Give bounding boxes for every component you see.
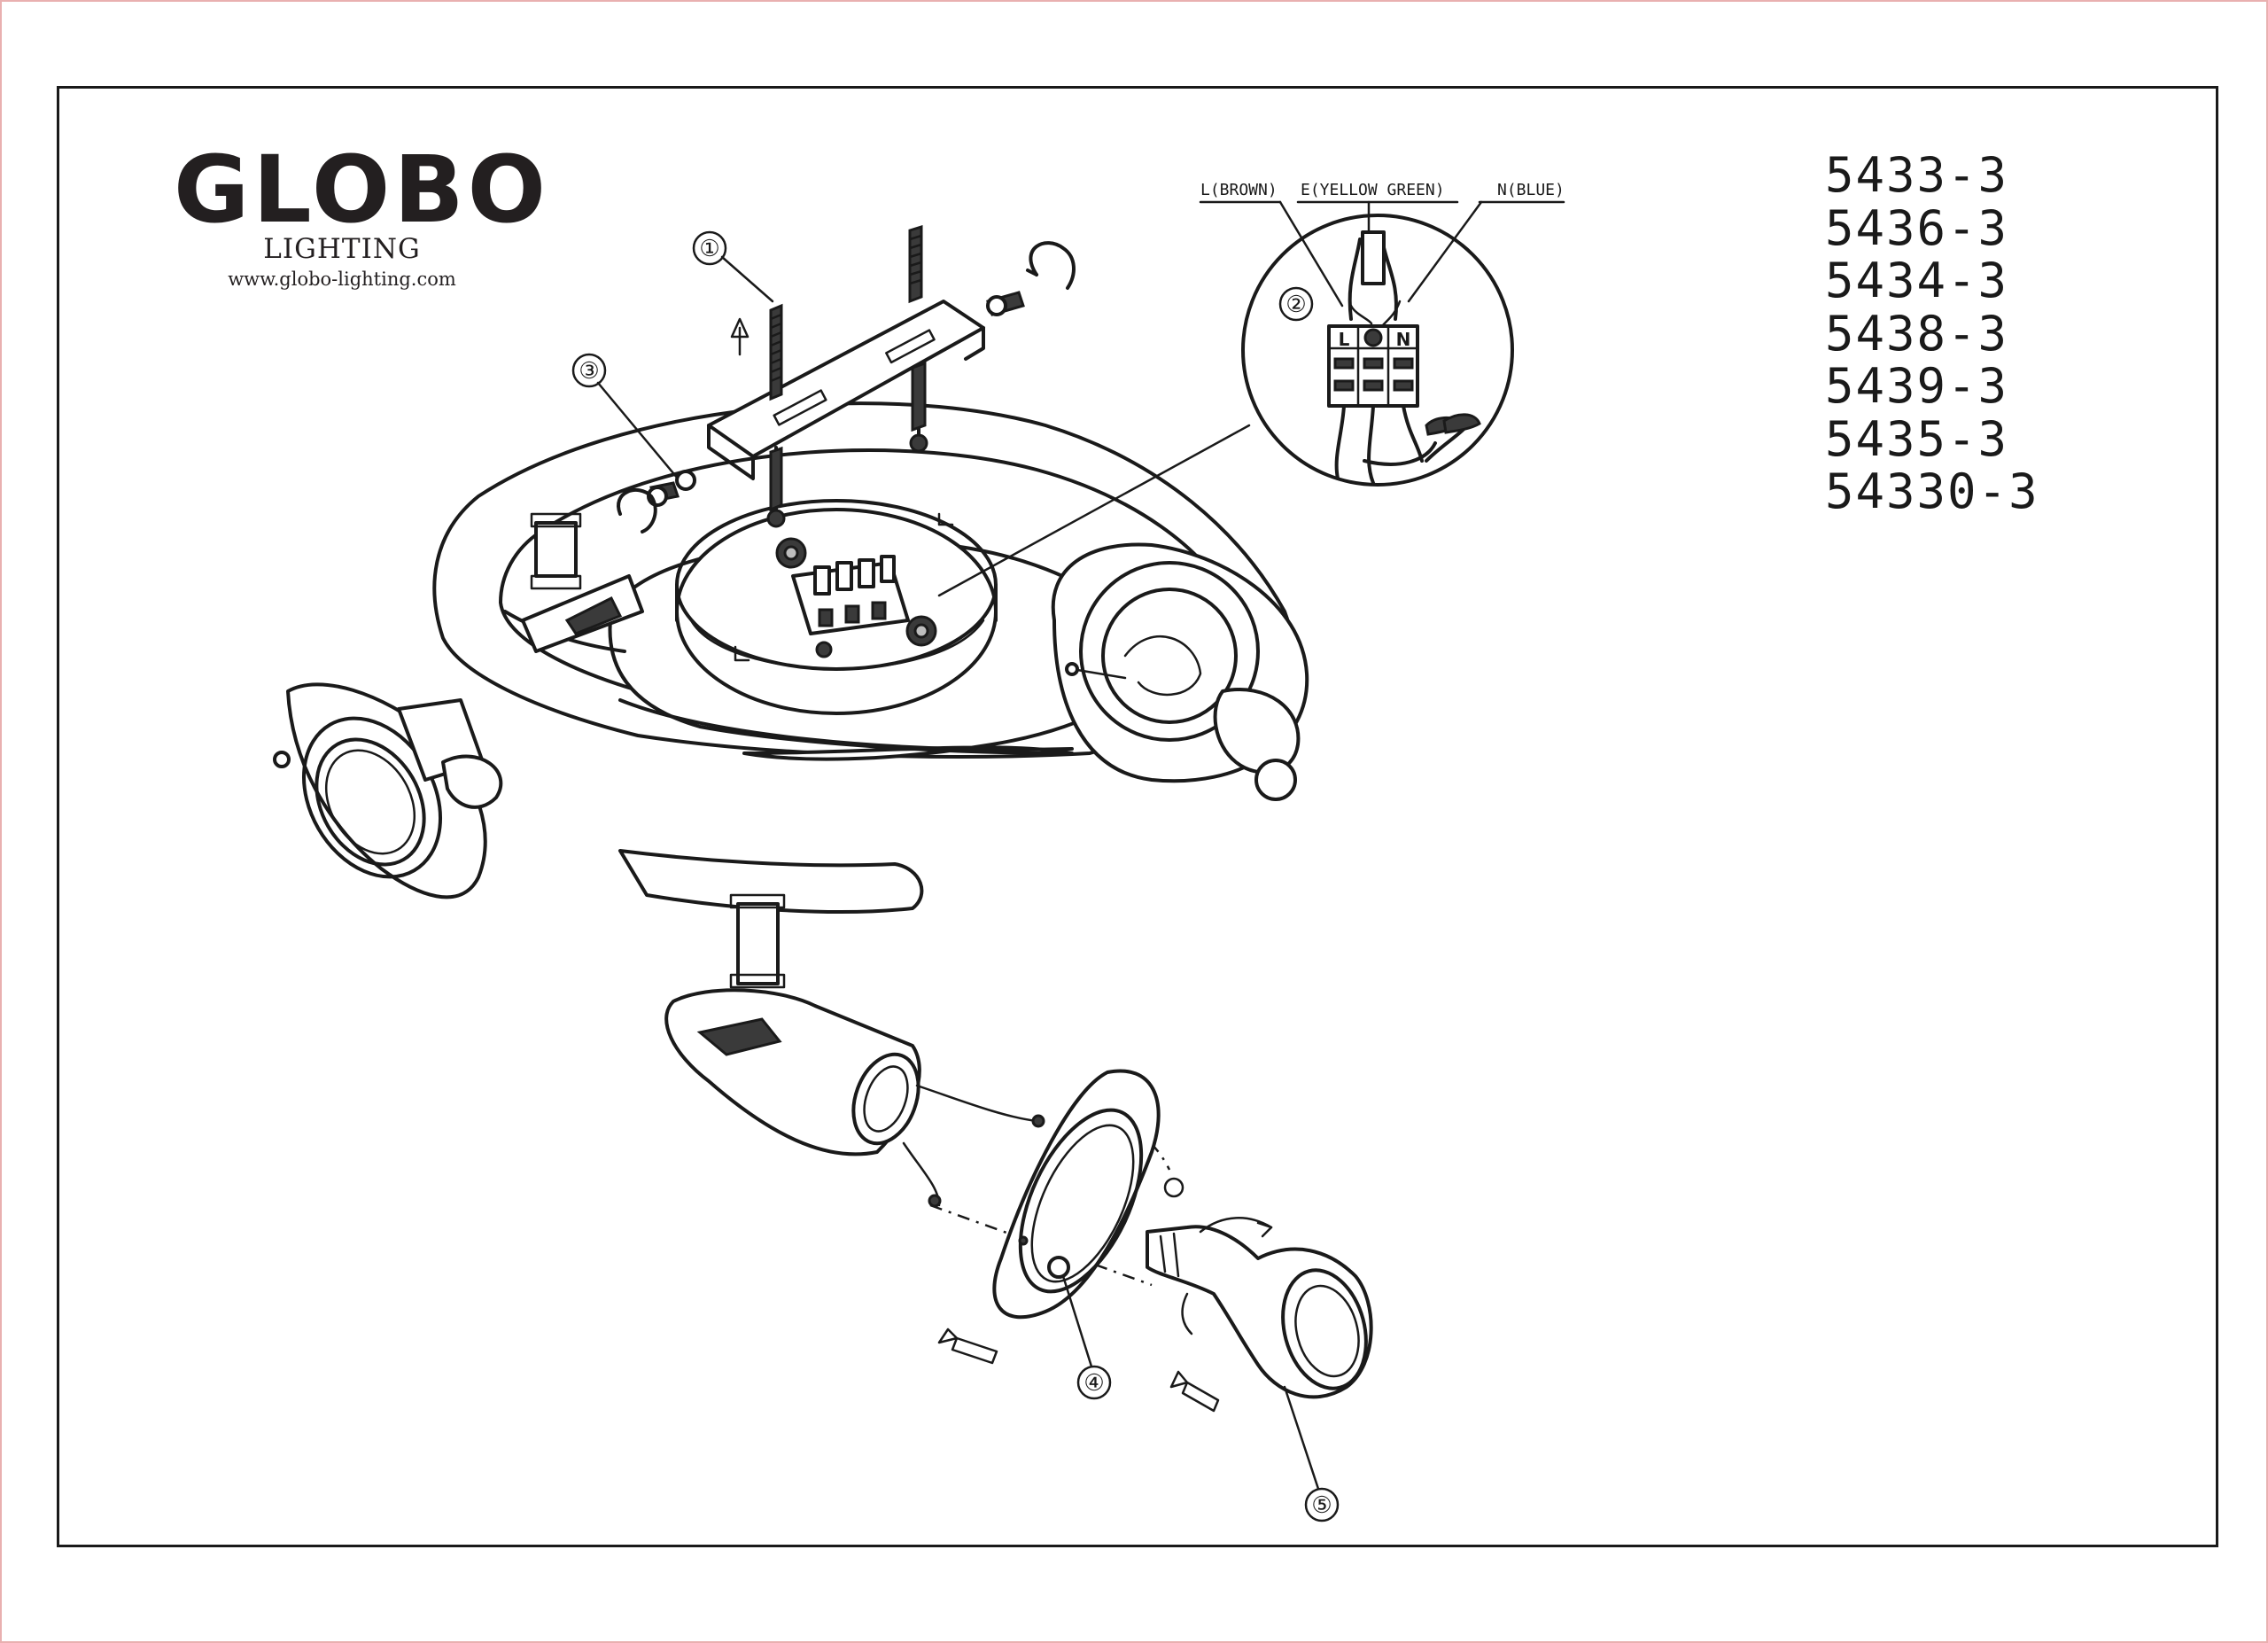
callout-3: ③	[571, 353, 696, 533]
left-spot-head	[273, 512, 644, 899]
callout-5: ⑤	[1283, 1385, 1340, 1522]
terminal-block-cup	[791, 555, 910, 635]
page-edge-top	[0, 0, 2268, 2]
wiring-detail-leader	[937, 424, 1251, 597]
page-edge-bottom	[0, 1641, 2268, 1643]
brand-name: GLOBO	[174, 136, 550, 244]
model-number: 54330-3	[1825, 463, 2039, 519]
callout-1: ①	[692, 230, 774, 303]
lamp-bulb	[1146, 1217, 1373, 1399]
page-edge-right	[2266, 0, 2268, 1643]
model-number: 5438-3	[1825, 305, 2009, 362]
wire-neutral-label: N(BLUE)	[1497, 181, 1565, 199]
mounting-bracket	[707, 224, 1076, 528]
junction-cup	[675, 499, 998, 715]
model-number: 5436-3	[1825, 199, 2009, 256]
callout-4: ④	[1061, 1274, 1112, 1400]
terminal-neutral-label: N	[1396, 329, 1411, 350]
model-number-list: 5433-3 5436-3 5434-3 5438-3 5439-3 5435-…	[1825, 149, 2039, 518]
page-edge-left	[0, 0, 2, 1643]
model-number: 5433-3	[1825, 147, 2009, 203]
wiring-detail: L(BROWN) E(YELLOW GREEN) N(BLUE) L N	[937, 181, 1565, 597]
wire-earth-label: E(YELLOW GREEN)	[1301, 181, 1445, 199]
callout-3-text: ③	[579, 358, 599, 385]
reflector-bezel	[992, 1069, 1161, 1320]
front-spot-assembly	[618, 849, 1184, 1287]
model-number: 5435-3	[1825, 410, 2009, 467]
brand-logo: GLOBO LIGHTING www.globo-lighting.com	[174, 136, 550, 291]
wire-live-label: L(BROWN)	[1200, 181, 1278, 199]
callout-1-text: ①	[699, 236, 719, 262]
brand-sub: LIGHTING	[263, 233, 421, 265]
assembly-arrows	[937, 1328, 1220, 1413]
callout-4-text: ④	[1084, 1370, 1104, 1397]
brand-url: www.globo-lighting.com	[228, 269, 456, 290]
drawing-frame	[57, 86, 2218, 1547]
callout-2-text: ②	[1285, 292, 1306, 318]
right-spot-head	[1051, 542, 1309, 801]
callout-5-text: ⑤	[1311, 1492, 1332, 1519]
terminal-live-label: L	[1339, 329, 1350, 350]
model-number: 5439-3	[1825, 358, 2009, 414]
model-number: 5434-3	[1825, 253, 2009, 308]
